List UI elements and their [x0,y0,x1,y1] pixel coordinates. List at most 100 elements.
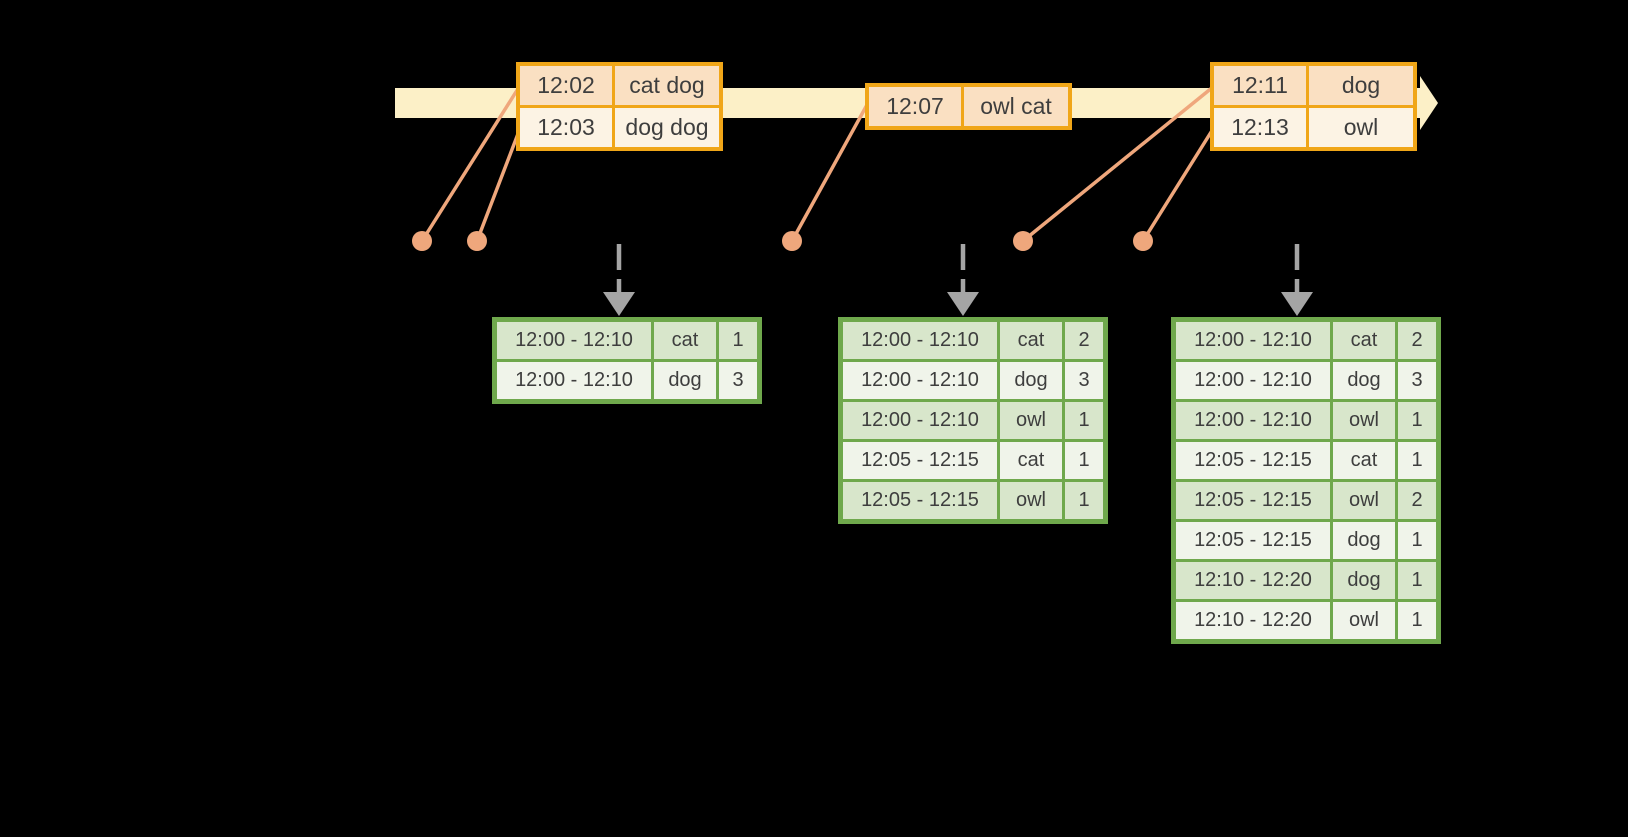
event-connector-line [790,102,870,242]
event-table-1-body: 12:02 cat dog 12:03 dog dog [516,62,723,151]
event-words-cell: owl [1306,105,1417,151]
result-word-cell: cat [1330,439,1398,482]
event-time-cell: 12:11 [1210,62,1309,108]
trigger-arrows [603,244,1313,316]
result-window-cell: 12:05 - 12:15 [1172,439,1333,482]
result-count-cell: 2 [1395,318,1440,362]
result-window-cell: 12:00 - 12:10 [1172,318,1333,362]
result-window-cell: 12:05 - 12:15 [839,439,1000,482]
result-window-cell: 12:05 - 12:15 [839,479,1000,523]
result-row: 12:00 - 12:10 dog 3 [839,359,1107,402]
trigger-down-arrow-icon [603,244,635,316]
result-window-cell: 12:00 - 12:10 [493,318,654,362]
result-word-cell: owl [1330,399,1398,442]
result-count-cell: 2 [1062,318,1107,362]
result-count-cell: 1 [1395,439,1440,482]
result-word-cell: owl [1330,479,1398,522]
event-connector-line [1141,128,1215,242]
result-row: 12:00 - 12:10 dog 3 [1172,359,1440,402]
event-time-cell: 12:07 [865,83,964,130]
result-word-cell: cat [651,318,719,362]
result-row: 12:00 - 12:10 owl 1 [1172,399,1440,442]
result-word-cell: dog [1330,559,1398,602]
event-dots [412,231,1153,251]
result-table-3: 12:00 - 12:10 cat 2 12:00 - 12:10 dog 3 … [1171,317,1441,644]
result-word-cell: cat [1330,318,1398,362]
result-row: 12:10 - 12:20 dog 1 [1172,559,1440,602]
result-word-cell: dog [1330,359,1398,402]
event-connector-line [420,83,523,242]
result-word-cell: dog [997,359,1065,402]
event-table-2-body: 12:07 owl cat [865,83,1072,130]
event-row: 12:02 cat dog [516,62,723,108]
result-window-cell: 12:10 - 12:20 [1172,599,1333,643]
event-table-3-body: 12:11 dog 12:13 owl [1210,62,1417,151]
result-row: 12:10 - 12:20 owl 1 [1172,599,1440,643]
timeline-arrowhead-icon [1420,76,1438,130]
result-window-cell: 12:00 - 12:10 [839,318,1000,362]
trigger-down-arrow-icon [1281,244,1313,316]
event-words-cell: cat dog [612,62,723,108]
result-row: 12:05 - 12:15 dog 1 [1172,519,1440,562]
result-window-cell: 12:00 - 12:10 [493,359,654,403]
result-count-cell: 1 [1395,399,1440,442]
result-row: 12:00 - 12:10 owl 1 [839,399,1107,442]
event-words-cell: dog [1306,62,1417,108]
result-window-cell: 12:00 - 12:10 [1172,399,1333,442]
result-row: 12:05 - 12:15 cat 1 [839,439,1107,482]
result-row: 12:00 - 12:10 cat 2 [839,318,1107,362]
result-word-cell: owl [997,399,1065,442]
result-window-cell: 12:10 - 12:20 [1172,559,1333,602]
event-row: 12:07 owl cat [865,83,1072,130]
event-words-cell: owl cat [961,83,1072,130]
result-count-cell: 1 [716,318,761,362]
event-table-1: 12:02 cat dog 12:03 dog dog [516,62,723,151]
result-row: 12:05 - 12:15 owl 2 [1172,479,1440,522]
event-time-cell: 12:13 [1210,105,1309,151]
trigger-down-arrow-icon [947,244,979,316]
result-row: 12:00 - 12:10 cat 2 [1172,318,1440,362]
result-table-2-body: 12:00 - 12:10 cat 2 12:00 - 12:10 dog 3 … [839,318,1107,523]
result-word-cell: cat [997,318,1065,362]
result-count-cell: 3 [1062,359,1107,402]
result-window-cell: 12:00 - 12:10 [839,399,1000,442]
result-word-cell: owl [997,479,1065,523]
event-dot [1133,231,1153,251]
event-time-cell: 12:03 [516,105,615,151]
event-row: 12:13 owl [1210,105,1417,151]
event-time-cell: 12:02 [516,62,615,108]
event-dot [782,231,802,251]
event-table-3: 12:11 dog 12:13 owl [1210,62,1417,151]
event-row: 12:03 dog dog [516,105,723,151]
result-count-cell: 1 [1395,519,1440,562]
result-count-cell: 3 [1395,359,1440,402]
result-count-cell: 1 [1062,439,1107,482]
event-table-2: 12:07 owl cat [865,83,1072,130]
event-connector-line [475,125,523,242]
result-window-cell: 12:00 - 12:10 [1172,359,1333,402]
event-words-cell: dog dog [612,105,723,151]
result-window-cell: 12:00 - 12:10 [839,359,1000,402]
event-connector-line [1021,85,1215,243]
result-table-1: 12:00 - 12:10 cat 1 12:00 - 12:10 dog 3 [492,317,762,404]
result-row: 12:00 - 12:10 cat 1 [493,318,761,362]
result-count-cell: 2 [1395,479,1440,522]
result-table-2: 12:00 - 12:10 cat 2 12:00 - 12:10 dog 3 … [838,317,1108,524]
result-window-cell: 12:05 - 12:15 [1172,479,1333,522]
result-row: 12:05 - 12:15 owl 1 [839,479,1107,523]
event-dot [1013,231,1033,251]
result-table-3-body: 12:00 - 12:10 cat 2 12:00 - 12:10 dog 3 … [1172,318,1440,643]
result-window-cell: 12:05 - 12:15 [1172,519,1333,562]
result-count-cell: 3 [716,359,761,403]
result-count-cell: 1 [1395,599,1440,643]
result-word-cell: cat [997,439,1065,482]
event-row: 12:11 dog [1210,62,1417,108]
event-dot [467,231,487,251]
result-count-cell: 1 [1062,479,1107,523]
result-count-cell: 1 [1395,559,1440,602]
event-dot [412,231,432,251]
result-word-cell: owl [1330,599,1398,643]
result-row: 12:00 - 12:10 dog 3 [493,359,761,403]
event-connector-lines [420,83,1215,243]
